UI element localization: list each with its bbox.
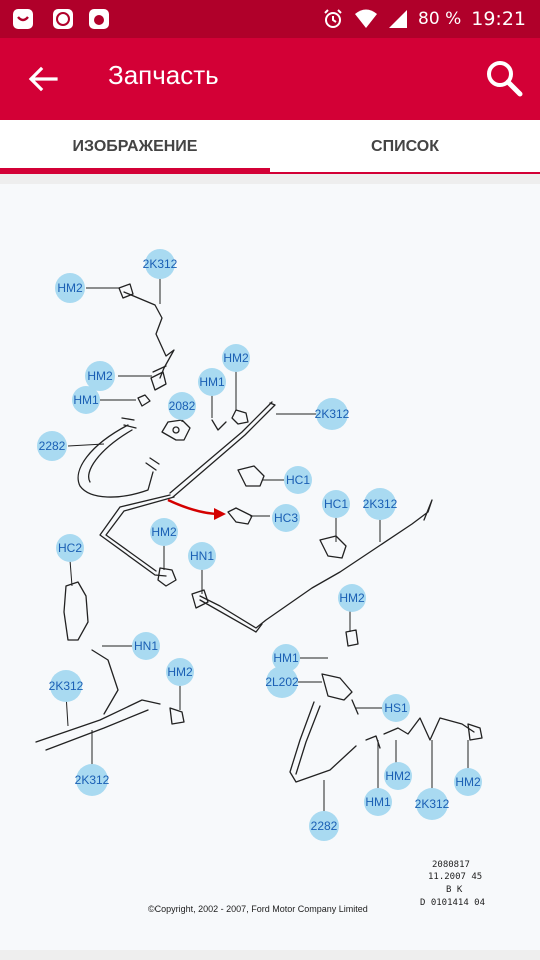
parts-diagram: 2K312 HM2 HM2 HM1 2082 HM1 HM2 2K312 228…	[35, 249, 483, 841]
callout-hm2[interactable]: HM2	[55, 273, 85, 303]
signal-icon	[389, 10, 408, 28]
diagram-code-line: 11.2007 45	[428, 872, 483, 882]
svg-text:2L202: 2L202	[265, 675, 299, 689]
callout-2082[interactable]: 2082	[168, 392, 196, 420]
tab-list[interactable]: СПИСОК	[371, 138, 439, 155]
back-arrow-icon[interactable]	[26, 62, 60, 96]
callout-hm2[interactable]: HM2	[454, 768, 482, 796]
svg-text:2K312: 2K312	[415, 797, 450, 811]
callout-hm2[interactable]: HM2	[85, 361, 115, 391]
svg-text:HM2: HM2	[151, 525, 177, 539]
app-bar: Запчасть	[0, 38, 540, 120]
svg-text:HM2: HM2	[167, 665, 193, 679]
svg-text:HM1: HM1	[73, 393, 99, 407]
callout-2k312[interactable]: 2K312	[143, 249, 178, 279]
svg-text:HC3: HC3	[274, 511, 298, 525]
svg-text:HC1: HC1	[286, 473, 310, 487]
svg-text:2K312: 2K312	[363, 497, 398, 511]
tab-underline	[270, 172, 540, 174]
callout-2282[interactable]: 2282	[37, 431, 67, 461]
diagram-area	[0, 184, 540, 950]
svg-text:HN1: HN1	[190, 549, 214, 563]
callout-2k312[interactable]: 2K312	[363, 488, 398, 520]
svg-text:HM2: HM2	[223, 351, 249, 365]
svg-text:HM1: HM1	[199, 375, 225, 389]
tab-selected-indicator	[0, 168, 270, 174]
svg-text:2082: 2082	[169, 399, 196, 413]
callout-hn1[interactable]: HN1	[188, 542, 216, 570]
callout-hm2[interactable]: HM2	[384, 762, 412, 790]
notification-mi-icon	[53, 9, 73, 29]
svg-text:HM1: HM1	[273, 651, 299, 665]
search-icon[interactable]	[484, 58, 524, 98]
callout-hm1[interactable]: HM1	[198, 368, 226, 396]
clock: 19:21	[471, 8, 526, 30]
tab-image[interactable]: ИЗОБРАЖЕНИЕ	[72, 138, 198, 155]
svg-text:2K312: 2K312	[49, 679, 84, 693]
status-bar: 80 % 19:21	[0, 0, 540, 38]
callout-2282[interactable]: 2282	[309, 811, 339, 841]
notification-shop-icon	[89, 9, 109, 29]
svg-text:HM1: HM1	[365, 795, 391, 809]
callout-hm2[interactable]: HM2	[150, 518, 178, 546]
notification-app-icon	[13, 9, 33, 29]
callout-hm1[interactable]: HM1	[272, 644, 300, 672]
copyright-text: ©Copyright, 2002 - 2007, Ford Motor Comp…	[148, 904, 368, 914]
callout-2k312[interactable]: 2K312	[315, 398, 350, 430]
svg-text:HM2: HM2	[455, 775, 481, 789]
callout-hc1[interactable]: HC1	[322, 490, 350, 518]
callout-2k312[interactable]: 2K312	[415, 788, 450, 820]
alarm-icon	[324, 9, 342, 28]
diagram-code-line: B K	[446, 885, 463, 895]
callout-2l202[interactable]: 2L202	[265, 666, 299, 698]
callout-2k312[interactable]: 2K312	[49, 670, 84, 702]
callout-hc1[interactable]: HC1	[284, 466, 312, 494]
svg-text:HC1: HC1	[324, 497, 348, 511]
callout-hm1[interactable]: HM1	[364, 788, 392, 816]
tab-bar: ИЗОБРАЖЕНИЕ СПИСОК	[0, 120, 540, 174]
diagram-code-line: D 0101414 04	[420, 898, 486, 908]
svg-text:HM2: HM2	[385, 769, 411, 783]
svg-text:2282: 2282	[39, 439, 66, 453]
svg-text:2K312: 2K312	[315, 407, 350, 421]
svg-text:HM2: HM2	[87, 369, 113, 383]
svg-text:HM2: HM2	[57, 281, 83, 295]
highlight-arrow	[167, 498, 221, 516]
svg-text:2282: 2282	[311, 819, 338, 833]
callout-hm2[interactable]: HM2	[222, 344, 250, 372]
page-title: Запчасть	[108, 60, 219, 90]
callout-2k312[interactable]: 2K312	[75, 764, 110, 796]
callout-hc2[interactable]: HC2	[56, 534, 84, 562]
svg-text:HC2: HC2	[58, 541, 82, 555]
callout-hm2[interactable]: HM2	[166, 658, 194, 686]
callout-hc3[interactable]: HC3	[272, 504, 300, 532]
callout-hs1[interactable]: HS1	[382, 694, 410, 722]
callout-hn1[interactable]: HN1	[132, 632, 160, 660]
svg-text:HN1: HN1	[134, 639, 158, 653]
svg-text:2K312: 2K312	[75, 773, 110, 787]
svg-text:HM2: HM2	[339, 591, 365, 605]
callout-hm1[interactable]: HM1	[72, 386, 100, 414]
callout-hm2[interactable]: HM2	[338, 584, 366, 612]
diagram-code-line: 2080817	[432, 860, 470, 870]
svg-text:2K312: 2K312	[143, 257, 178, 271]
svg-text:HS1: HS1	[384, 701, 408, 715]
wifi-icon	[355, 9, 378, 28]
battery-level: 80 %	[418, 9, 462, 29]
